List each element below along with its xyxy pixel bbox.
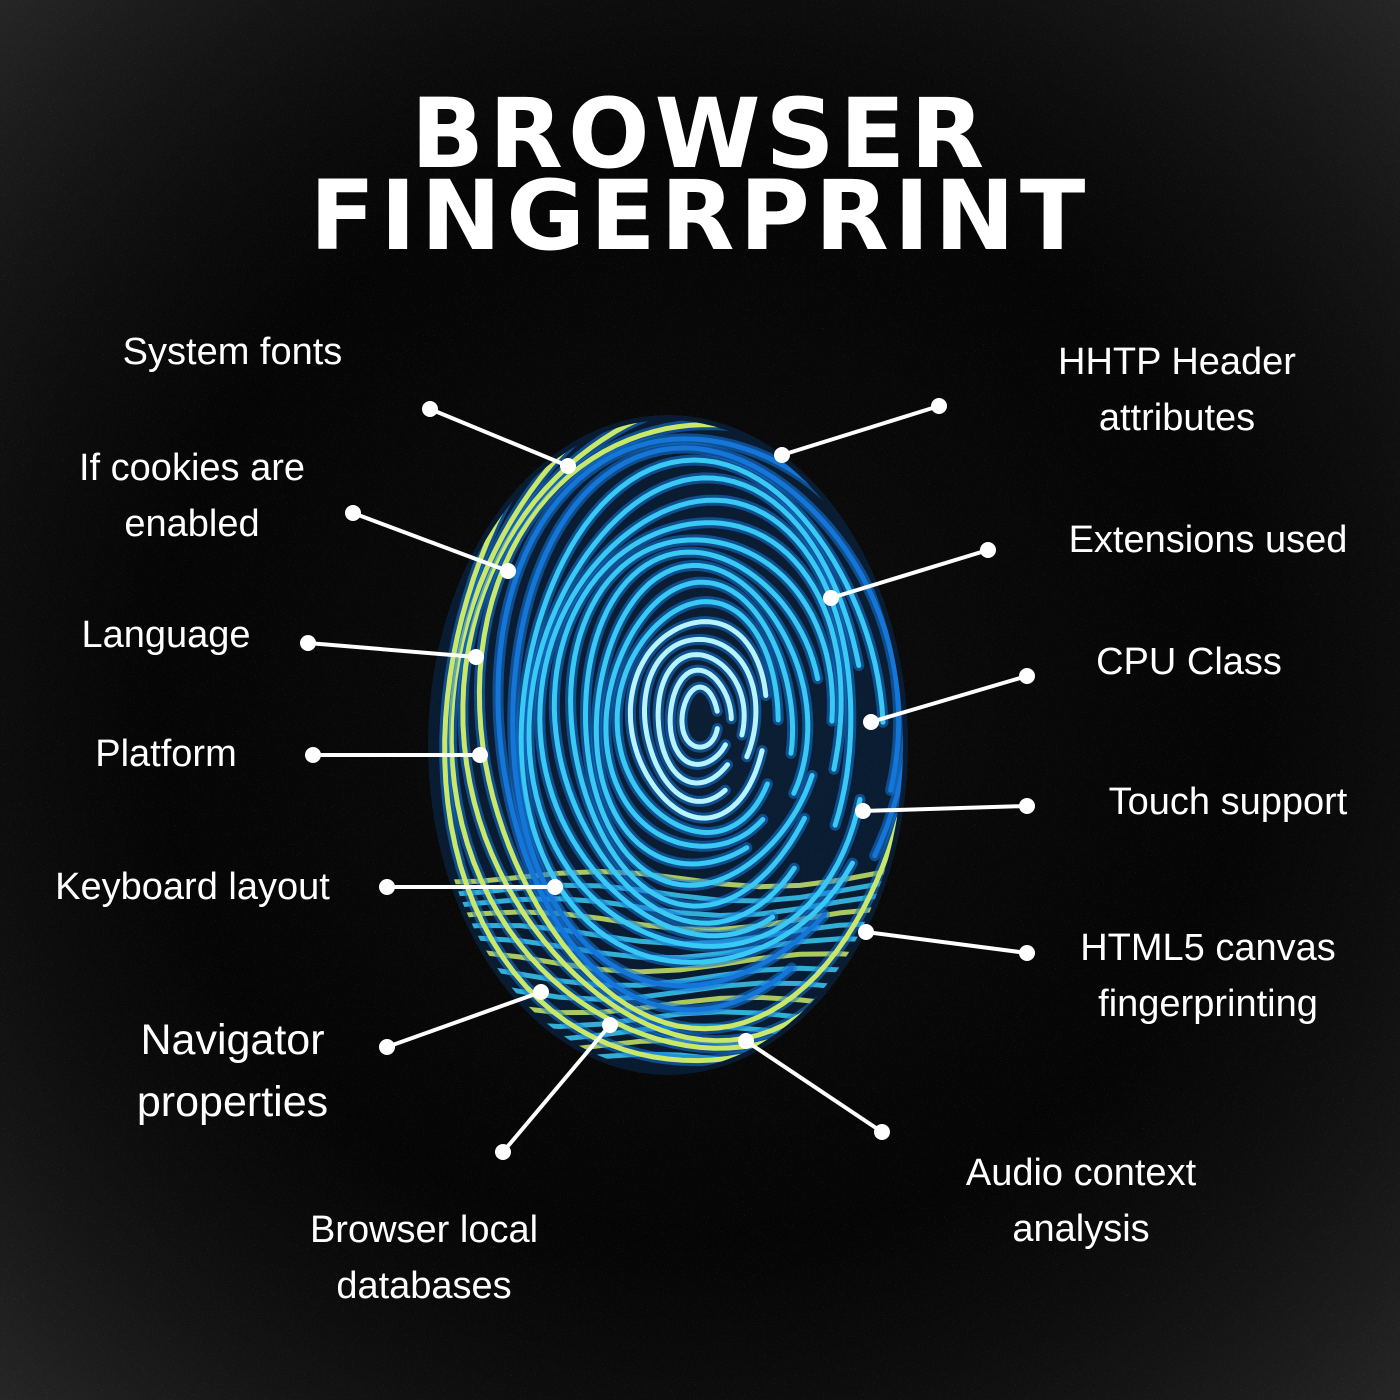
- connector-canvas: [865, 930, 1028, 955]
- connector-dot-navigator-outer: [379, 1039, 395, 1055]
- label-cookies-line-2: enabled: [124, 503, 260, 545]
- connector-dot-keyboard-inner: [547, 879, 563, 895]
- label-canvas-line-2: fingerprinting: [1098, 983, 1318, 1025]
- connector-audio: [744, 1039, 884, 1134]
- connector-dot-extensions-outer: [980, 542, 996, 558]
- label-extensions-used: Extensions used: [1068, 519, 1348, 561]
- label-http-line-2: attributes: [1098, 397, 1256, 439]
- connector-dot-audio-inner: [738, 1033, 754, 1049]
- label-navigator-properties: Navigator properties: [100, 1009, 365, 1133]
- connector-navigator: [386, 990, 542, 1049]
- fingerprint-ridge: [568, 537, 835, 909]
- label-platform: Platform: [95, 733, 237, 775]
- title-line-2: FINGERPRINT: [309, 160, 1091, 272]
- fingerprint-ridge: [537, 497, 854, 939]
- fingerprint-ridge: [518, 457, 886, 965]
- connector-dot-language-outer: [300, 635, 316, 651]
- connector-dot-http-outer: [931, 398, 947, 414]
- label-touch-support: Touch support: [1108, 781, 1348, 823]
- connector-dot-platform-inner: [472, 747, 488, 763]
- connector-dot-local-db-outer: [495, 1144, 511, 1160]
- fingerprint-ridge: [655, 652, 747, 786]
- label-system-fonts: System fonts: [122, 331, 343, 373]
- label-http-header: HHTP Header attributes: [1036, 334, 1318, 446]
- label-local-db-line-1: Browser local: [309, 1209, 539, 1251]
- fingerprint-ridge: [510, 445, 902, 989]
- label-cookies: If cookies are enabled: [58, 440, 326, 552]
- connector-dot-touch-inner: [855, 803, 871, 819]
- fingerprint-ridge: [679, 684, 720, 750]
- connector-system-fonts: [429, 407, 569, 468]
- connector-cpu: [870, 674, 1028, 724]
- label-canvas-fingerprinting: HTML5 canvas fingerprinting: [1058, 920, 1358, 1032]
- connector-lines: [300, 398, 1035, 1160]
- label-audio-line-2: analysis: [1012, 1208, 1150, 1250]
- label-language: Language: [81, 614, 251, 656]
- label-audio-context: Audio context analysis: [938, 1145, 1224, 1257]
- label-canvas-line-1: HTML5 canvas: [1080, 927, 1336, 969]
- label-cookies-line-1: If cookies are: [79, 447, 305, 489]
- connector-dot-system-fonts-inner: [560, 458, 576, 474]
- label-cpu-class: CPU Class: [1096, 641, 1282, 683]
- connector-dot-http-inner: [774, 447, 790, 463]
- connector-dot-navigator-inner: [533, 984, 549, 1000]
- fingerprint-icon: [428, 415, 908, 1075]
- label-navigator-line-1: Navigator: [140, 1016, 325, 1064]
- connector-dot-cookies-inner: [500, 563, 516, 579]
- connector-local-db: [501, 1023, 612, 1154]
- connector-touch: [862, 804, 1028, 813]
- fingerprint-ridge: [614, 599, 781, 836]
- fingerprint-ridge: [642, 636, 759, 804]
- connector-http: [781, 404, 940, 457]
- connector-dot-language-inner: [468, 649, 484, 665]
- connector-language: [307, 641, 477, 659]
- label-audio-line-1: Audio context: [965, 1152, 1197, 1194]
- label-navigator-line-2: properties: [136, 1078, 329, 1126]
- connector-dot-system-fonts-outer: [422, 401, 438, 417]
- connector-dot-canvas-inner: [858, 924, 874, 940]
- fingerprint-ridge: [551, 520, 844, 926]
- connector-dot-extensions-inner: [823, 590, 839, 606]
- fingerprint-ridge: [593, 563, 811, 867]
- connector-dot-cookies-outer: [345, 505, 361, 521]
- fingerprint-ridge: [526, 475, 863, 949]
- label-keyboard-layout: Keyboard layout: [55, 866, 330, 908]
- connector-extensions: [830, 548, 989, 600]
- connector-dot-keyboard-outer: [379, 879, 395, 895]
- label-local-db-line-2: databases: [336, 1265, 512, 1307]
- fingerprint-ridge: [582, 549, 821, 888]
- label-local-databases: Browser local databases: [280, 1202, 568, 1314]
- connector-dot-audio-outer: [874, 1124, 890, 1140]
- fingerprint-ridge: [627, 619, 769, 821]
- connector-dot-touch-outer: [1019, 798, 1035, 814]
- label-http-line-1: HHTP Header: [1058, 341, 1296, 383]
- fingerprint-ridge: [603, 579, 796, 849]
- connector-dot-local-db-inner: [602, 1017, 618, 1033]
- connector-cookies: [352, 511, 509, 573]
- connector-dot-cpu-inner: [863, 714, 879, 730]
- connector-dot-platform-outer: [305, 747, 321, 763]
- connector-dot-canvas-outer: [1019, 945, 1035, 961]
- connector-dot-cpu-outer: [1019, 668, 1035, 684]
- fingerprint-ridge: [667, 667, 734, 767]
- title-line-1: BROWSER: [410, 78, 990, 190]
